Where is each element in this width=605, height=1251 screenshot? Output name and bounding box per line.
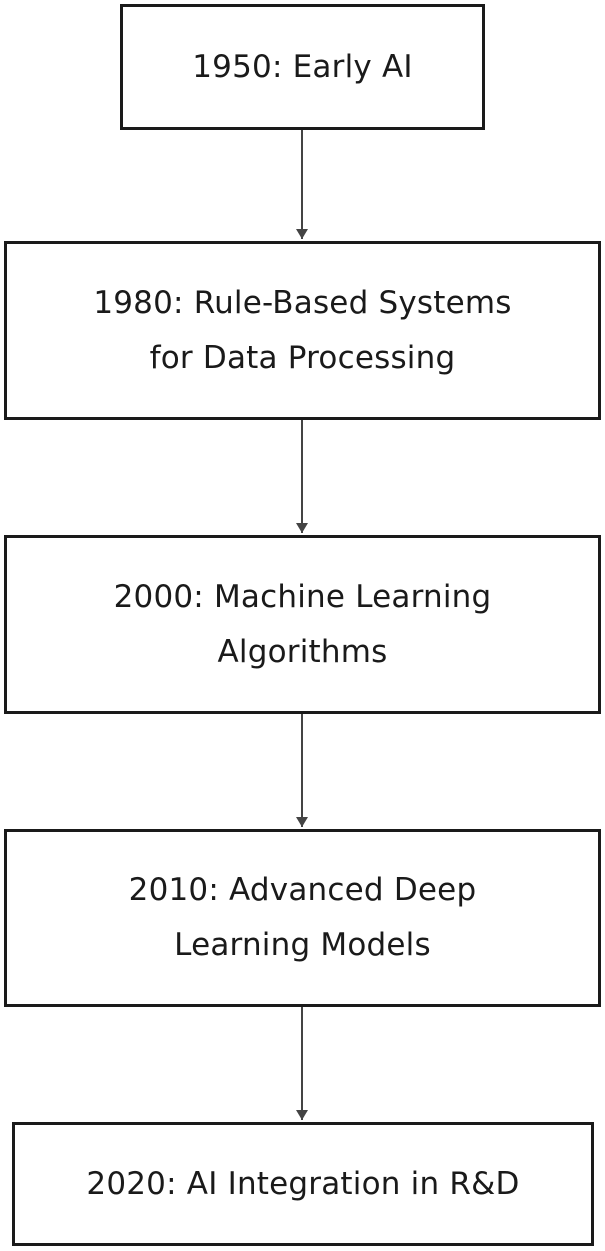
node-label: 1950: Early AI [192, 40, 412, 95]
node-label-line: 2020: AI Integration in R&D [86, 1165, 520, 1202]
node-1980-rule-based-systems: 1980: Rule-Based Systems for Data Proces… [4, 241, 601, 420]
node-label-line: 1980: Rule-Based Systems [93, 284, 512, 321]
node-label-line: 2000: Machine Learning [113, 578, 492, 615]
node-label: 2000: Machine Learning Algorithms [114, 570, 492, 680]
node-label: 1980: Rule-Based Systems for Data Proces… [93, 276, 511, 386]
node-label-line: Algorithms [217, 633, 388, 670]
node-label-line: 2010: Advanced Deep [128, 872, 477, 908]
node-1950-early-ai: 1950: Early AI [120, 4, 485, 130]
node-label: 2020: AI Integration in R&D [86, 1157, 519, 1212]
node-label-line: Learning Models [174, 927, 431, 963]
node-2010-deep-learning: 2010: Advanced Deep Learning Models [4, 829, 601, 1007]
node-2000-machine-learning: 2000: Machine Learning Algorithms [4, 535, 601, 714]
node-label: 2010: Advanced Deep Learning Models [129, 863, 477, 973]
node-label-line: 1950: Early AI [192, 48, 413, 85]
node-2020-ai-integration: 2020: AI Integration in R&D [12, 1122, 594, 1246]
node-label-line: for Data Processing [149, 339, 456, 376]
